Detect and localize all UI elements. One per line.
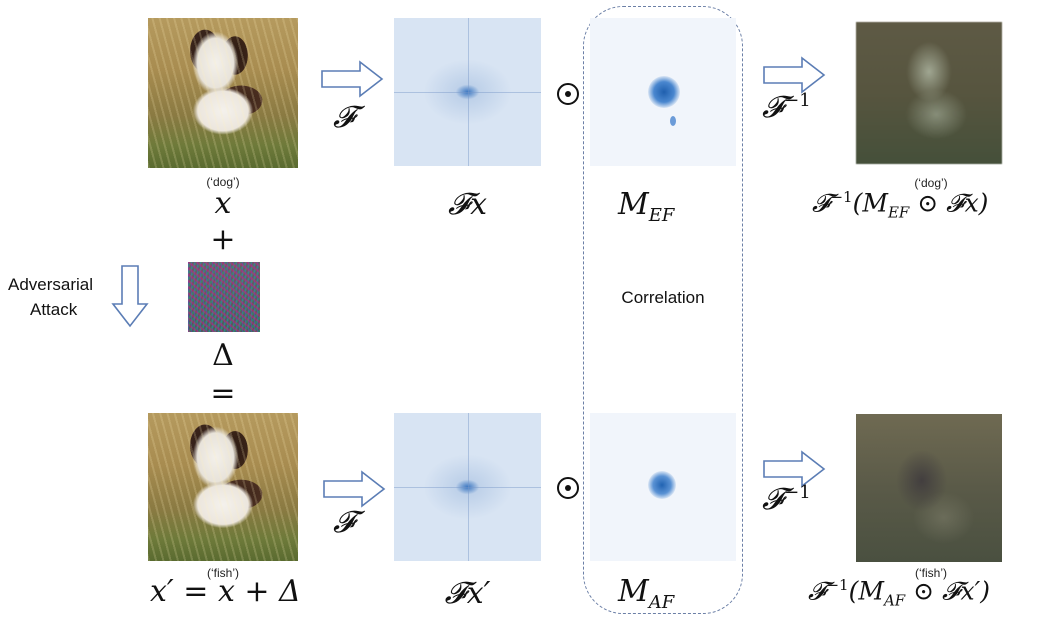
perturbation-image	[188, 262, 260, 332]
down-arrow-icon	[111, 265, 149, 328]
fx-prime-label: 𝓕x′	[444, 576, 491, 611]
fourier-operator-bottom: 𝓕	[333, 505, 356, 540]
correlation-label: Correlation	[621, 288, 705, 307]
right-arrow-icon	[763, 450, 826, 488]
recon-bottom-f: 𝓕	[808, 576, 827, 606]
recon-top-sup: −1	[830, 188, 853, 206]
original-dog-image	[148, 18, 298, 168]
fourier-spectrum-x-prime	[394, 413, 541, 561]
inv-sup-bottom: −1	[784, 482, 811, 503]
inverse-fourier-operator-bottom: 𝓕−1	[762, 482, 811, 517]
inv-fourier-symbol: 𝓕	[762, 90, 785, 125]
attack-label: Attack	[30, 300, 78, 319]
fx-label: 𝓕x	[447, 187, 488, 222]
dog-class-label: (‘dog’)	[206, 175, 240, 189]
inv-fourier-symbol-bottom: 𝓕	[762, 482, 785, 517]
recon-formula-bottom: 𝓕−1(MAF ⊙ 𝓕x′)	[808, 576, 990, 609]
recon-top-sub: EF	[887, 203, 910, 222]
hadamard-product-top	[557, 83, 579, 105]
right-arrow-icon	[763, 56, 826, 94]
recon-bottom-sup: −1	[826, 576, 849, 594]
recon-top-tail: ⊙ 𝓕x)	[909, 188, 989, 218]
m-ef-label: MEF	[618, 187, 674, 226]
fourier-operator-top: 𝓕	[333, 100, 356, 135]
m-af-sub: AF	[648, 592, 675, 613]
x-symbol: x	[214, 186, 232, 221]
adversarial-dog-image	[148, 413, 298, 561]
inv-sup: −1	[784, 90, 811, 111]
equals-symbol: =	[210, 376, 236, 411]
m-ef-main: M	[618, 187, 649, 222]
adversarial-label: Adversarial	[8, 275, 94, 294]
mask-ef-image	[590, 18, 736, 166]
fourier-spectrum-x	[394, 18, 541, 166]
mask-af-core	[648, 471, 676, 499]
mask-ef-core	[648, 76, 680, 108]
fish-class-label: (‘fish’)	[207, 566, 239, 580]
right-arrow-icon	[321, 60, 384, 98]
right-arrow-icon	[323, 470, 386, 508]
mask-af-image	[590, 413, 736, 561]
hadamard-product-bottom	[557, 477, 579, 499]
inverse-fourier-operator-top: 𝓕−1	[762, 90, 811, 125]
recon-bottom-m: (M	[848, 576, 884, 606]
m-af-label: MAF	[618, 574, 674, 613]
reconstructed-fish-image	[856, 414, 1002, 562]
recon-bottom-tail: ⊙ 𝓕x′)	[905, 576, 991, 606]
recon-formula-top: 𝓕−1(MEF ⊙ 𝓕x)	[812, 188, 988, 221]
recon-top-m: (M	[852, 188, 888, 218]
correlation-group	[583, 6, 743, 614]
plus-symbol: +	[210, 222, 236, 257]
recon-bottom-sub: AF	[883, 591, 906, 610]
fish-recon-class-label: (‘fish’)	[915, 566, 947, 580]
recon-top-f: 𝓕	[812, 188, 831, 218]
m-ef-sub: EF	[648, 205, 675, 226]
mask-ef-spot	[670, 116, 676, 126]
m-af-main: M	[618, 574, 649, 609]
reconstructed-dog-image	[856, 22, 1002, 164]
delta-symbol: Δ	[212, 338, 234, 373]
x-prime-equation: x′ = x + Δ	[150, 574, 301, 609]
dog-recon-class-label: (‘dog’)	[914, 176, 948, 190]
